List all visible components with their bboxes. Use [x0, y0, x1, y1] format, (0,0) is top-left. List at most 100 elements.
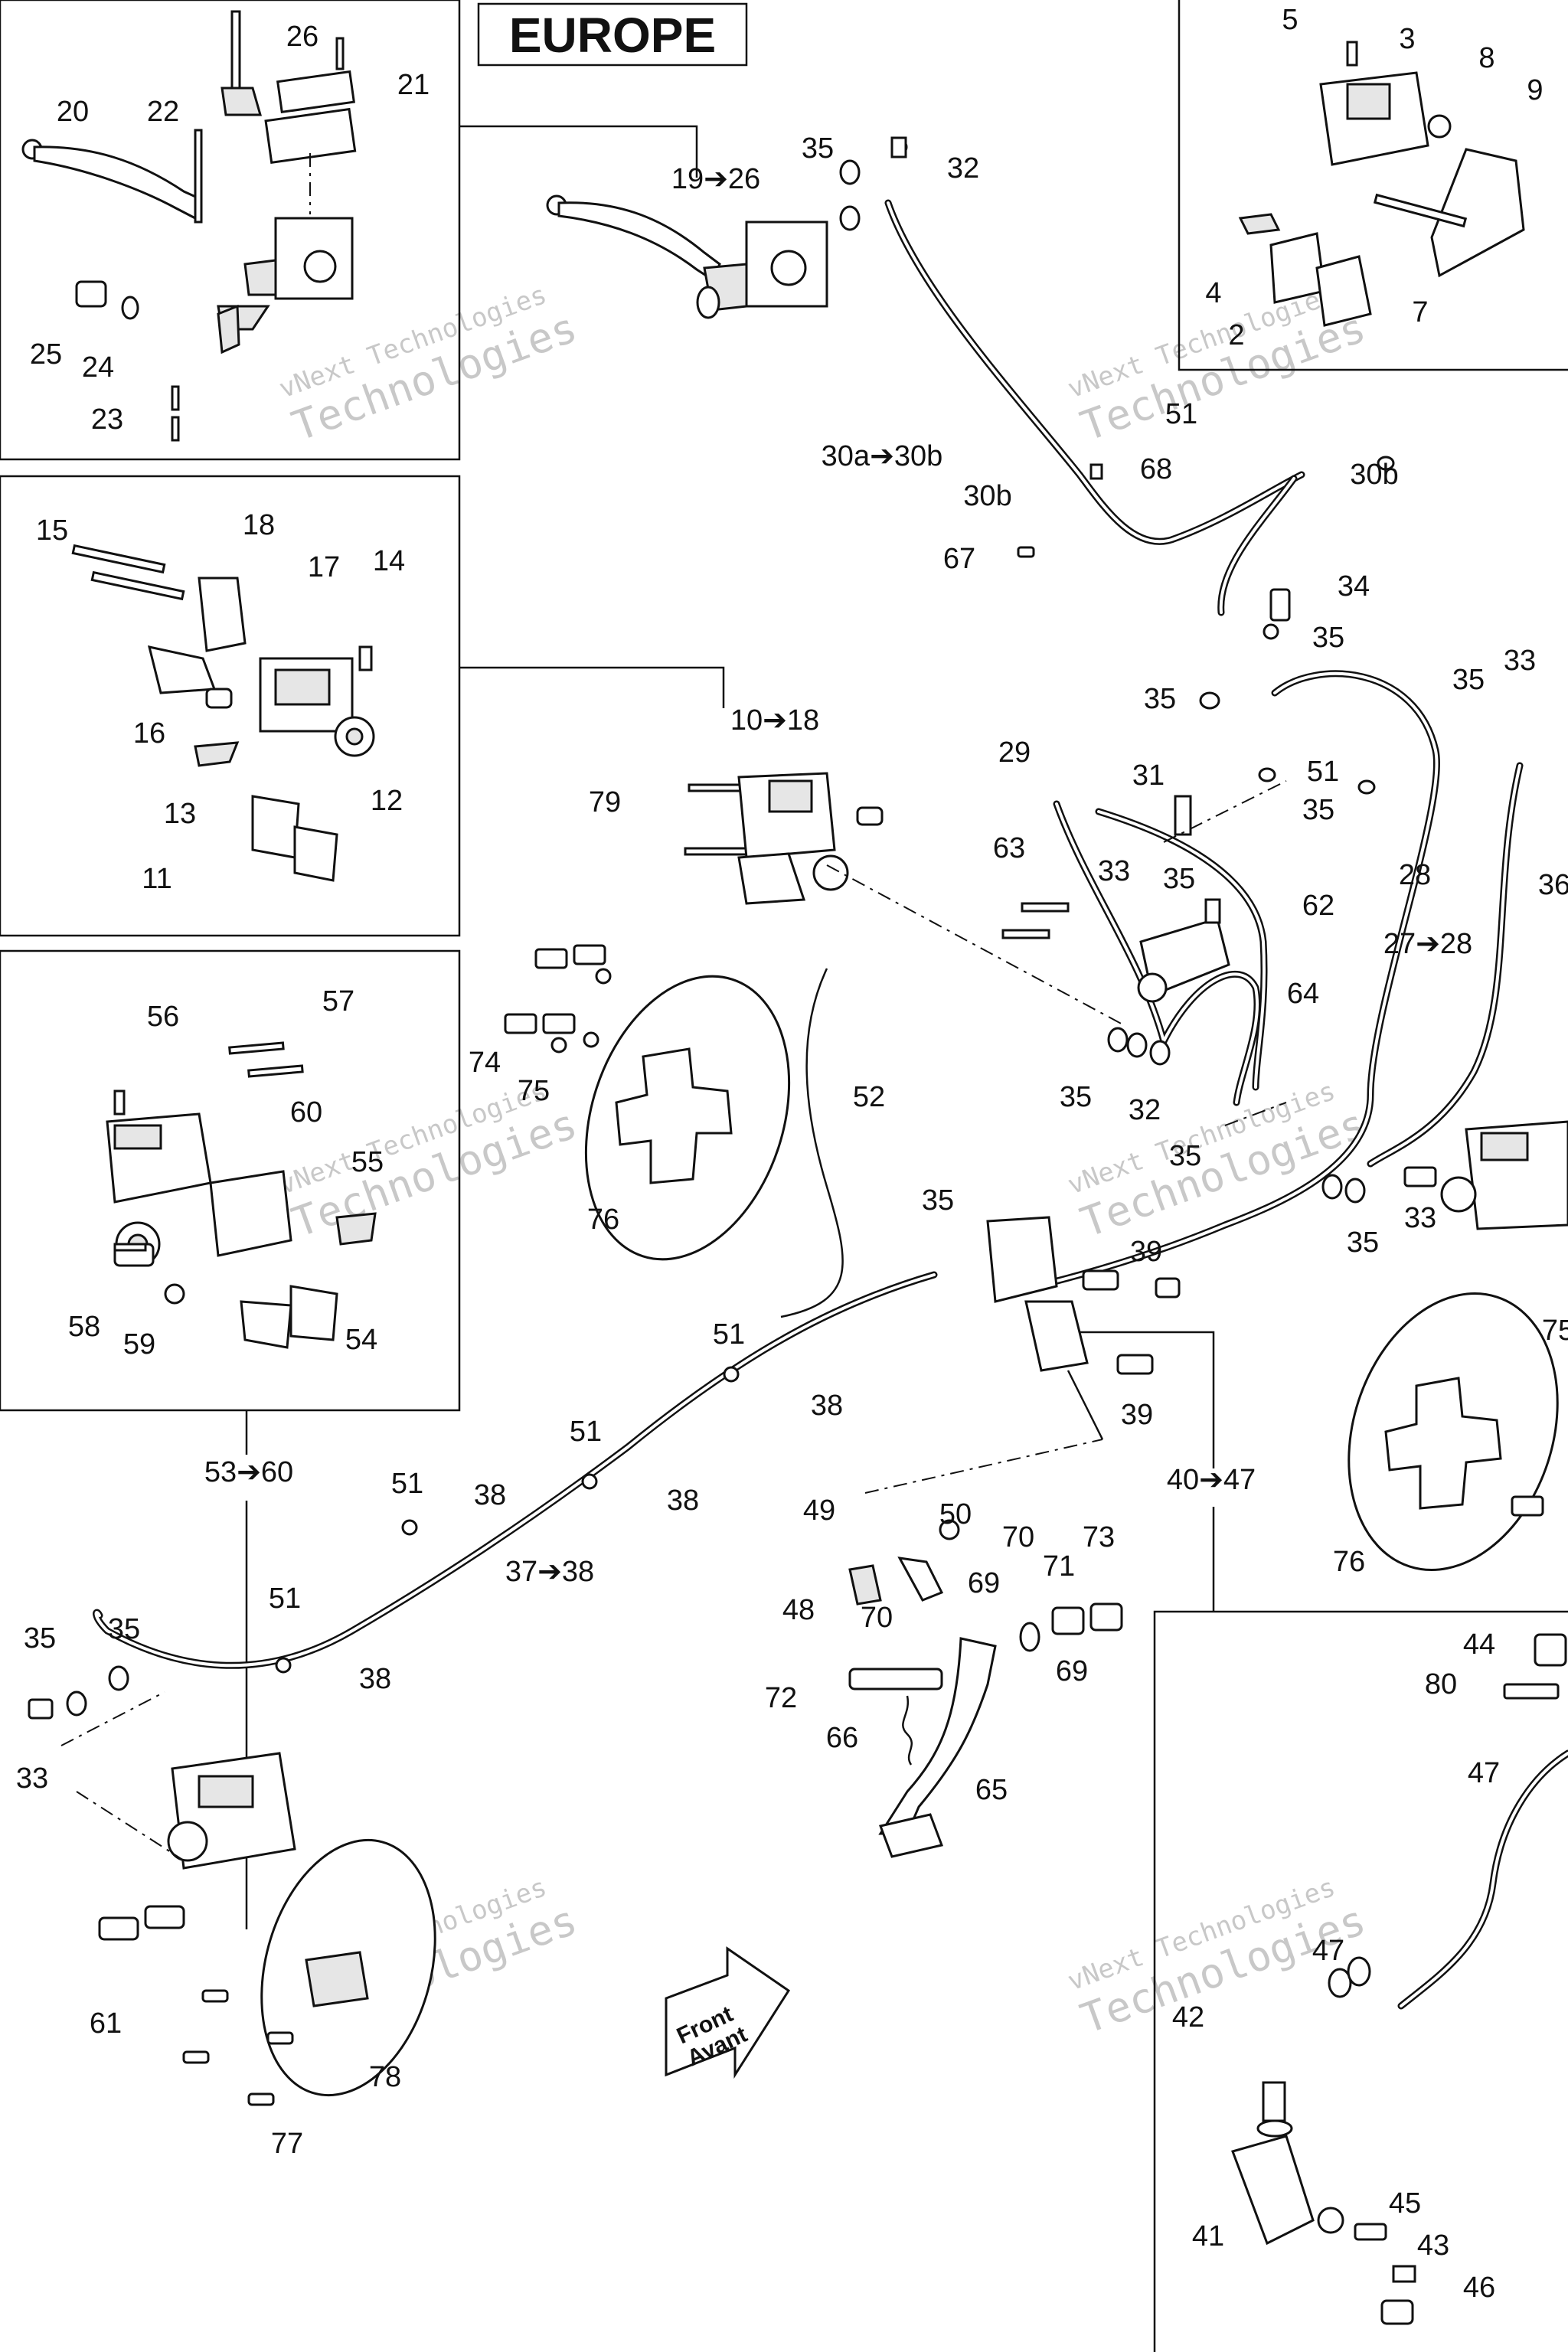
- nut: [164, 1283, 185, 1305]
- callout-c43: 43: [1417, 2230, 1449, 2262]
- callout-c19: 19➔26: [671, 163, 760, 195]
- callout-c68: 68: [1140, 453, 1172, 485]
- callout-c53: 53➔60: [204, 1456, 293, 1488]
- callout-c35f: 35: [1163, 863, 1195, 895]
- callout-c51d: 51: [570, 1416, 602, 1448]
- reservoir-window: [303, 250, 337, 283]
- inset-master-cylinder-front: [0, 0, 461, 461]
- callout-c8: 8: [1478, 42, 1494, 74]
- fasteners: [28, 136, 1437, 1720]
- spring-clip: [194, 741, 240, 767]
- callout-c65: 65: [975, 1774, 1008, 1806]
- callout-c38c: 38: [667, 1485, 699, 1517]
- bracket: [1430, 148, 1525, 278]
- callout-c80: 80: [1425, 1668, 1457, 1700]
- callout-c33c: 33: [1404, 1202, 1436, 1234]
- callout-c33d: 33: [16, 1762, 48, 1795]
- callout-c28: 28: [1399, 859, 1431, 891]
- callout-c76a: 76: [587, 1204, 619, 1236]
- return-spring: [902, 1695, 913, 1766]
- hose-27: [995, 670, 1440, 1298]
- callout-c39b: 39: [1121, 1399, 1153, 1431]
- caliper-front-inset: [71, 544, 375, 882]
- callout-c37: 37➔38: [505, 1556, 594, 1588]
- callout-c54: 54: [345, 1324, 377, 1356]
- pedal-pad: [878, 1813, 944, 1858]
- callout-c18: 18: [243, 509, 275, 541]
- page-title: EUROPE: [509, 8, 716, 63]
- callout-c61: 61: [90, 2007, 122, 2040]
- callout-c35h: 35: [1169, 1140, 1201, 1172]
- callout-c71: 71: [1043, 1550, 1075, 1583]
- callout-c60: 60: [290, 1096, 322, 1129]
- callout-c12: 12: [371, 785, 403, 817]
- callout-c74: 74: [469, 1047, 501, 1079]
- rear-master-cylinder: [1231, 1633, 1567, 2325]
- callout-c64: 64: [1287, 978, 1319, 1010]
- callout-c51a: 51: [1165, 398, 1197, 430]
- pin: [247, 1064, 304, 1078]
- inset-caliper-front: [0, 475, 461, 937]
- callout-c32b: 32: [1129, 1094, 1161, 1126]
- callout-c58: 58: [68, 1311, 100, 1343]
- callout-c48: 48: [782, 1594, 815, 1626]
- bleeder: [113, 1089, 126, 1116]
- callout-c35g: 35: [1060, 1081, 1092, 1113]
- callout-c14: 14: [373, 545, 405, 577]
- callout-c35j: 35: [1347, 1227, 1379, 1259]
- callout-c21: 21: [397, 69, 430, 101]
- disc-hub: [615, 1047, 733, 1184]
- callout-c2: 2: [1228, 319, 1244, 351]
- bolt: [1174, 795, 1192, 836]
- callout-c47a: 47: [1468, 1757, 1500, 1789]
- callout-c30b2: 30b: [1350, 459, 1398, 491]
- pad: [251, 795, 300, 859]
- brake-pedal-assembly: [848, 1519, 1123, 1858]
- callout-c30b1: 30b: [963, 480, 1011, 512]
- callout-c34: 34: [1338, 570, 1370, 603]
- alignment-lines: [60, 780, 1287, 1861]
- callout-c15: 15: [36, 514, 68, 547]
- screw: [230, 10, 241, 90]
- o-ring: [121, 296, 139, 320]
- hose-47: [1397, 1749, 1568, 2010]
- callout-c66: 66: [826, 1722, 858, 1754]
- inset-caliper-rear: [0, 949, 461, 1412]
- callout-c45: 45: [1389, 2187, 1421, 2220]
- callout-c51b: 51: [1307, 756, 1339, 788]
- callout-c35l: 35: [108, 1613, 140, 1645]
- brake-disc-front-left: [584, 975, 791, 1261]
- callout-c35i: 35: [922, 1184, 954, 1217]
- pin: [228, 1041, 285, 1055]
- clamp: [217, 304, 240, 354]
- rear-caliper-main: [98, 1752, 296, 1941]
- switch: [220, 87, 262, 116]
- watermark: vNext Technologies Technologies: [275, 279, 583, 451]
- callout-c76b: 76: [1333, 1546, 1365, 1578]
- callout-c5: 5: [1282, 4, 1298, 36]
- screw: [335, 37, 345, 70]
- callout-c51f: 51: [269, 1583, 301, 1615]
- callout-c62: 62: [1302, 890, 1334, 922]
- callout-c63: 63: [993, 832, 1025, 864]
- bolt: [1373, 193, 1468, 228]
- callout-c69a: 69: [968, 1567, 1000, 1599]
- disc-bolts: [504, 944, 612, 1054]
- callout-c33b: 33: [1098, 855, 1130, 887]
- brake-disc-rear: [182, 1838, 436, 2106]
- bracket: [209, 1170, 292, 1257]
- boot: [75, 280, 107, 308]
- front-direction-arrow: Front Avant: [665, 1946, 791, 2079]
- callout-c26: 26: [286, 21, 318, 53]
- distribution-block: [1137, 795, 1230, 1003]
- bracket: [198, 577, 247, 652]
- callout-c35c: 35: [1144, 683, 1176, 715]
- callout-c39a: 39: [1130, 1236, 1162, 1268]
- callout-c42: 42: [1172, 2001, 1204, 2034]
- caliper-right-inset: [1238, 41, 1525, 327]
- callout-c75a: 75: [518, 1075, 550, 1107]
- inset-caliper-right: [1178, 0, 1568, 371]
- callout-c17: 17: [308, 551, 340, 583]
- callout-c35e: 35: [1452, 664, 1485, 696]
